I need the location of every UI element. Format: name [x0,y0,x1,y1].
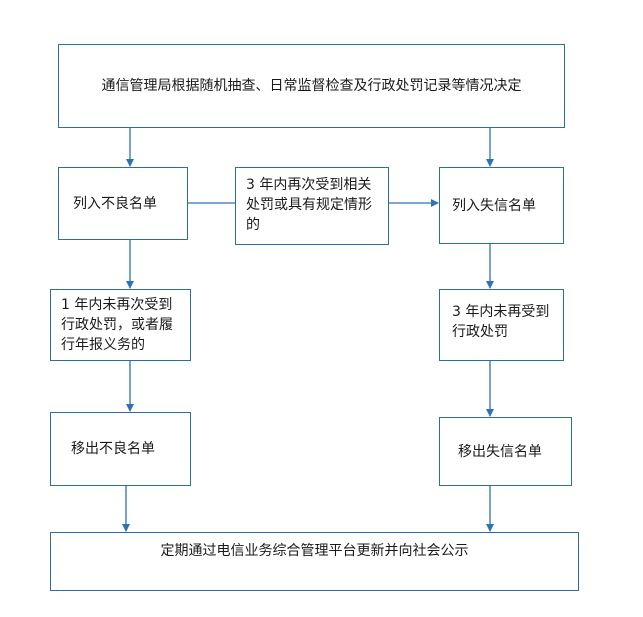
remove-dishonest-list-box: 移出失信名单 [439,417,572,486]
three-year-condition-text: 3 年内未再受到行政处罚 [452,304,550,340]
publication-box: 定期通过电信业务综合管理平台更新并向社会公示 [50,532,579,591]
decision-box: 通信管理局根据随机抽查、日常监督检查及行政处罚记录等情况决定 [58,44,565,128]
bad-list-text: 列入不良名单 [73,195,157,212]
one-year-condition-box: 1 年内未再次受到行政处罚，或者履行年报义务的 [50,289,191,361]
remove-bad-list-text: 移出不良名单 [71,441,155,457]
dishonest-list-text: 列入失信名单 [452,197,536,214]
dishonest-list-box: 列入失信名单 [439,167,564,244]
remove-dishonest-list-text: 移出失信名单 [458,443,542,460]
publication-text: 定期通过电信业务综合管理平台更新并向社会公示 [160,543,469,559]
repeat-penalty-condition-text: 3 年内再次受到相关处罚或具有规定情形的 [246,177,372,233]
decision-text: 通信管理局根据随机抽查、日常监督检查及行政处罚记录等情况决定 [101,78,522,94]
repeat-penalty-condition-box: 3 年内再次受到相关处罚或具有规定情形的 [235,167,389,245]
one-year-condition-text: 1 年内未再次受到行政处罚，或者履行年报义务的 [61,297,173,353]
remove-bad-list-box: 移出不良名单 [50,412,191,486]
three-year-condition-box: 3 年内未再受到行政处罚 [439,289,564,361]
bad-list-box: 列入不良名单 [58,167,188,240]
